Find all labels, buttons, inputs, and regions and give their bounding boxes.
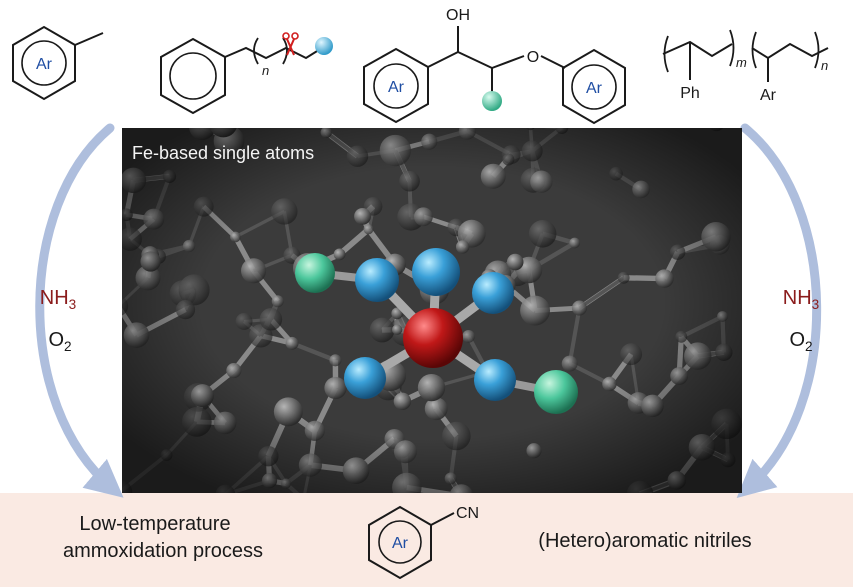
chain-end-ball — [315, 37, 333, 55]
ligand-atom — [534, 370, 578, 414]
lattice-bond — [546, 128, 562, 130]
left-reaction-arrow — [35, 123, 124, 498]
alkylarene-subscript: n — [262, 63, 269, 78]
reagent-right-ammonia: NH3 — [783, 287, 819, 312]
product-ar-label: Ar — [392, 535, 409, 552]
reactant-lignin-model: OH O Ar Ar — [363, 7, 626, 125]
nitrogen-atom — [472, 272, 514, 314]
process-label-line2: ammoxidation process — [63, 540, 263, 562]
nitrogen-atom — [412, 248, 460, 296]
catalyst-molecular-model — [122, 128, 742, 493]
reagent-left-oxygen: O2 — [48, 329, 71, 354]
process-label-line1: Low-temperature — [79, 513, 230, 535]
iron-atom — [403, 308, 463, 368]
lattice-bond — [543, 128, 562, 130]
lignin-ar-right-label: Ar — [586, 80, 603, 97]
nitrogen-atom — [355, 258, 399, 302]
polymer-ar-label: Ar — [760, 87, 777, 104]
polymer-subscript-n: n — [821, 58, 828, 73]
lignin-substituent-ball — [482, 91, 502, 111]
reagent-left-ammonia: NH3 — [40, 287, 76, 312]
product-cn-label: CN — [456, 505, 479, 522]
catalyst-caption: Fe-based single atoms — [132, 143, 314, 163]
polymer-ph-label: Ph — [680, 85, 700, 102]
product-benzonitrile: CN Ar — [368, 505, 479, 580]
lignin-ar-left-label: Ar — [388, 79, 405, 96]
toluene-ar-label: Ar — [36, 56, 53, 73]
lattice-bond — [202, 128, 212, 130]
right-reaction-arrow — [736, 123, 822, 499]
reactant-polymer: m n Ph Ar — [662, 29, 829, 104]
reactant-toluene: Ar — [12, 25, 104, 101]
lignin-oh-label: OH — [446, 7, 470, 24]
reagent-right-oxygen: O2 — [789, 329, 812, 354]
nitrogen-atom — [344, 357, 386, 399]
product-label: (Hetero)aromatic nitriles — [538, 530, 751, 552]
lignin-ether-o-label: O — [527, 49, 539, 66]
scissors-icon — [282, 32, 299, 56]
reactant-alkylarene: n — [160, 32, 333, 115]
nitrogen-atom — [474, 359, 516, 401]
polymer-subscript-m: m — [736, 55, 747, 70]
ligand-atom — [295, 253, 335, 293]
product-band — [0, 493, 853, 587]
